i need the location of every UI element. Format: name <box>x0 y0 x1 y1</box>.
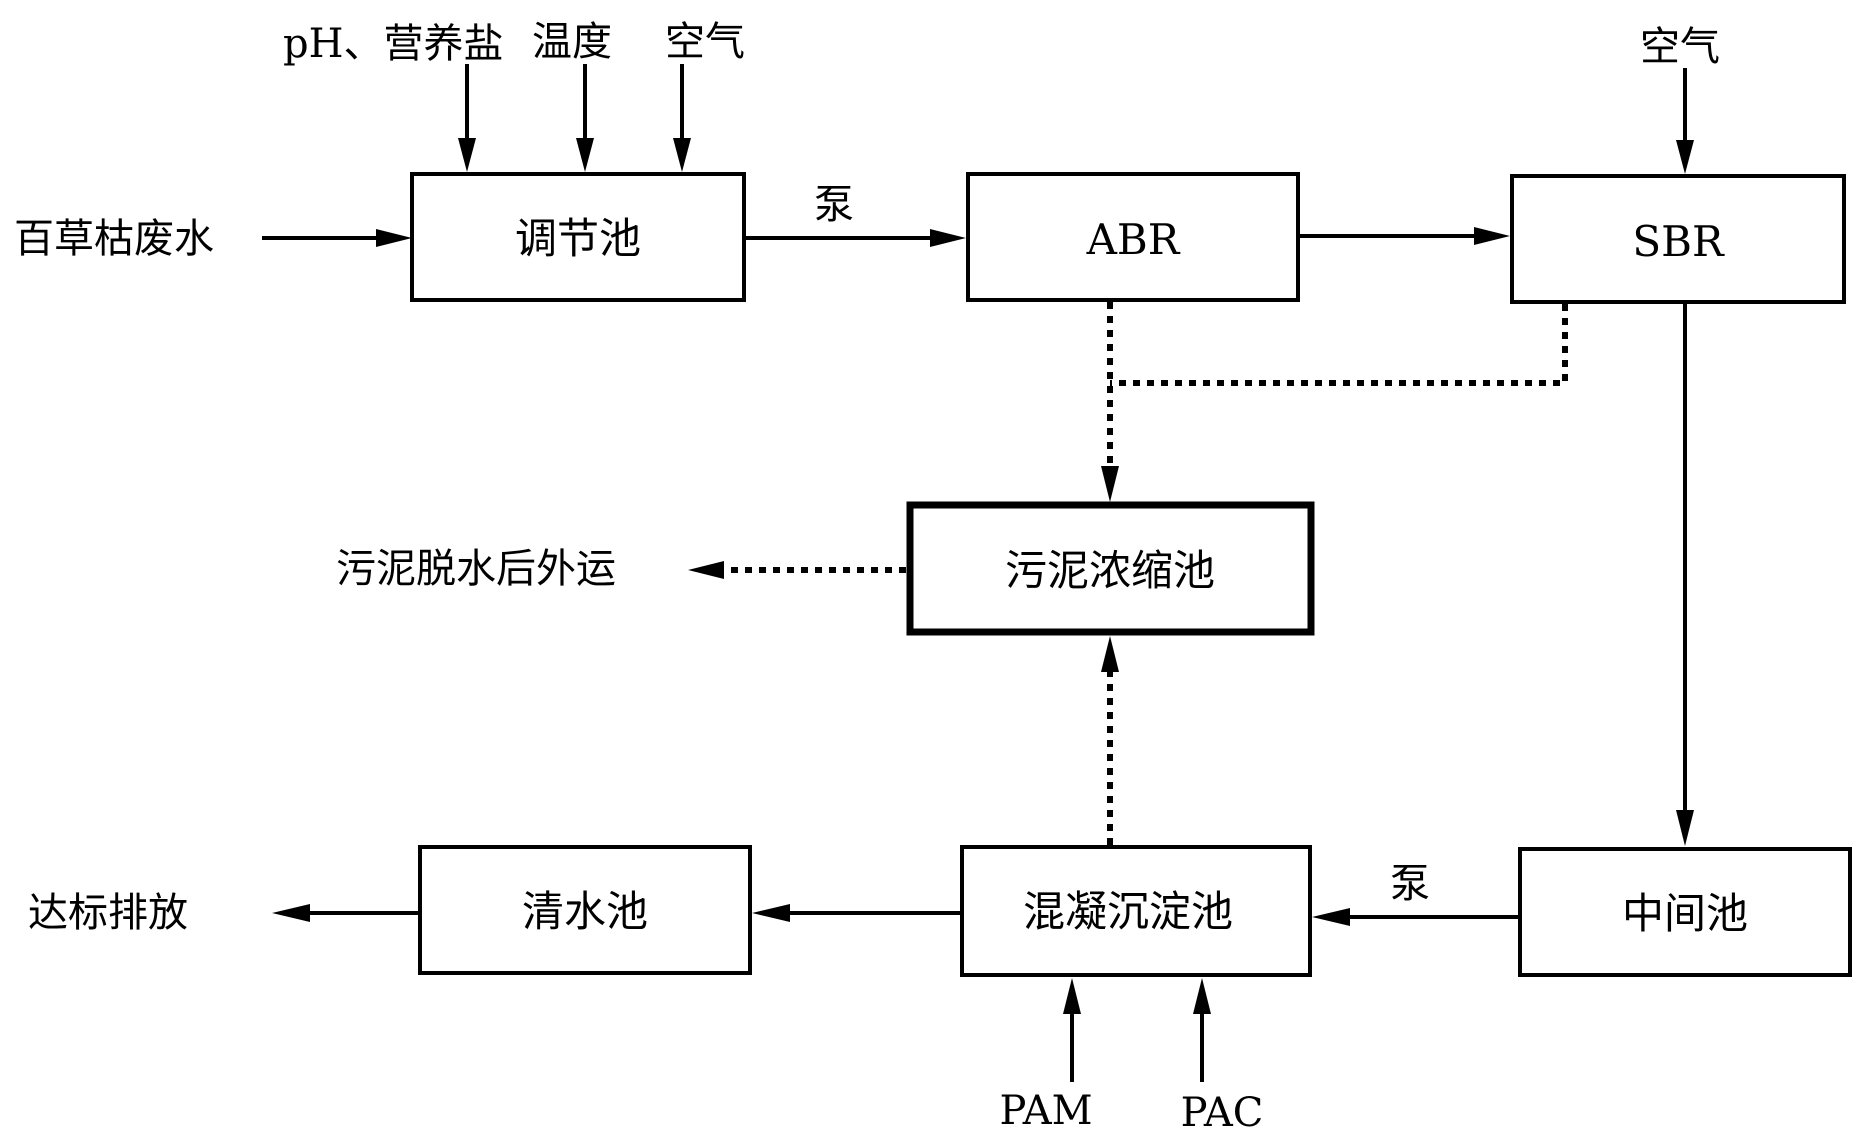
clear-to-discharge-arrow <box>272 904 420 922</box>
sludge-thickener-label: 污泥浓缩池 <box>1005 546 1215 595</box>
pump-bottom-text: 泵 <box>1390 861 1430 907</box>
tiaojie-box <box>410 172 746 302</box>
pam-arrow <box>1063 978 1081 1082</box>
air-right-arrow <box>1676 68 1694 174</box>
middle-to-coag-arrow <box>1312 908 1520 926</box>
coag-box <box>960 845 1312 977</box>
sbr-sludge-line <box>1110 304 1568 386</box>
discharge-text: 达标排放 <box>28 890 188 936</box>
clear-box <box>418 845 752 975</box>
pac-text: PAC <box>1181 1090 1264 1136</box>
sbr-to-middle-arrow <box>1676 304 1694 846</box>
abr-box <box>966 172 1300 302</box>
coag-sludge-line <box>1101 636 1119 845</box>
abr-label: ABR <box>1086 215 1181 264</box>
air-right-text: 空气 <box>1640 24 1720 70</box>
clear-label: 清水池 <box>522 887 648 936</box>
middle-box <box>1518 847 1852 977</box>
ph-arrow <box>458 64 476 172</box>
influent-arrow <box>262 229 412 247</box>
pump-top-text: 泵 <box>814 182 854 228</box>
abr-to-sbr-arrow <box>1298 227 1510 245</box>
tiaojie-label: 调节池 <box>515 214 641 263</box>
air-left-arrow <box>673 64 691 172</box>
sludge-thickener-box <box>906 501 1315 636</box>
air-left-text: 空气 <box>665 19 745 65</box>
pam-text: PAM <box>999 1088 1092 1134</box>
sbr-label: SBR <box>1632 217 1725 266</box>
temperature-text: 温度 <box>532 19 612 65</box>
middle-label: 中间池 <box>1622 889 1748 938</box>
sludge-out-arrow <box>688 561 906 579</box>
tiaojie-to-abr-arrow <box>744 229 966 247</box>
sludge-out-text: 污泥脱水后外运 <box>336 546 616 592</box>
temperature-arrow <box>576 64 594 172</box>
ph-nutrients-text: pH、营养盐 <box>283 21 504 67</box>
sbr-box <box>1510 174 1846 304</box>
coag-label: 混凝沉淀池 <box>1023 887 1233 936</box>
influent-text: 百草枯废水 <box>14 216 214 262</box>
pac-arrow <box>1193 978 1211 1082</box>
abr-sludge-line <box>1101 302 1119 502</box>
coag-to-clear-arrow <box>752 904 962 922</box>
